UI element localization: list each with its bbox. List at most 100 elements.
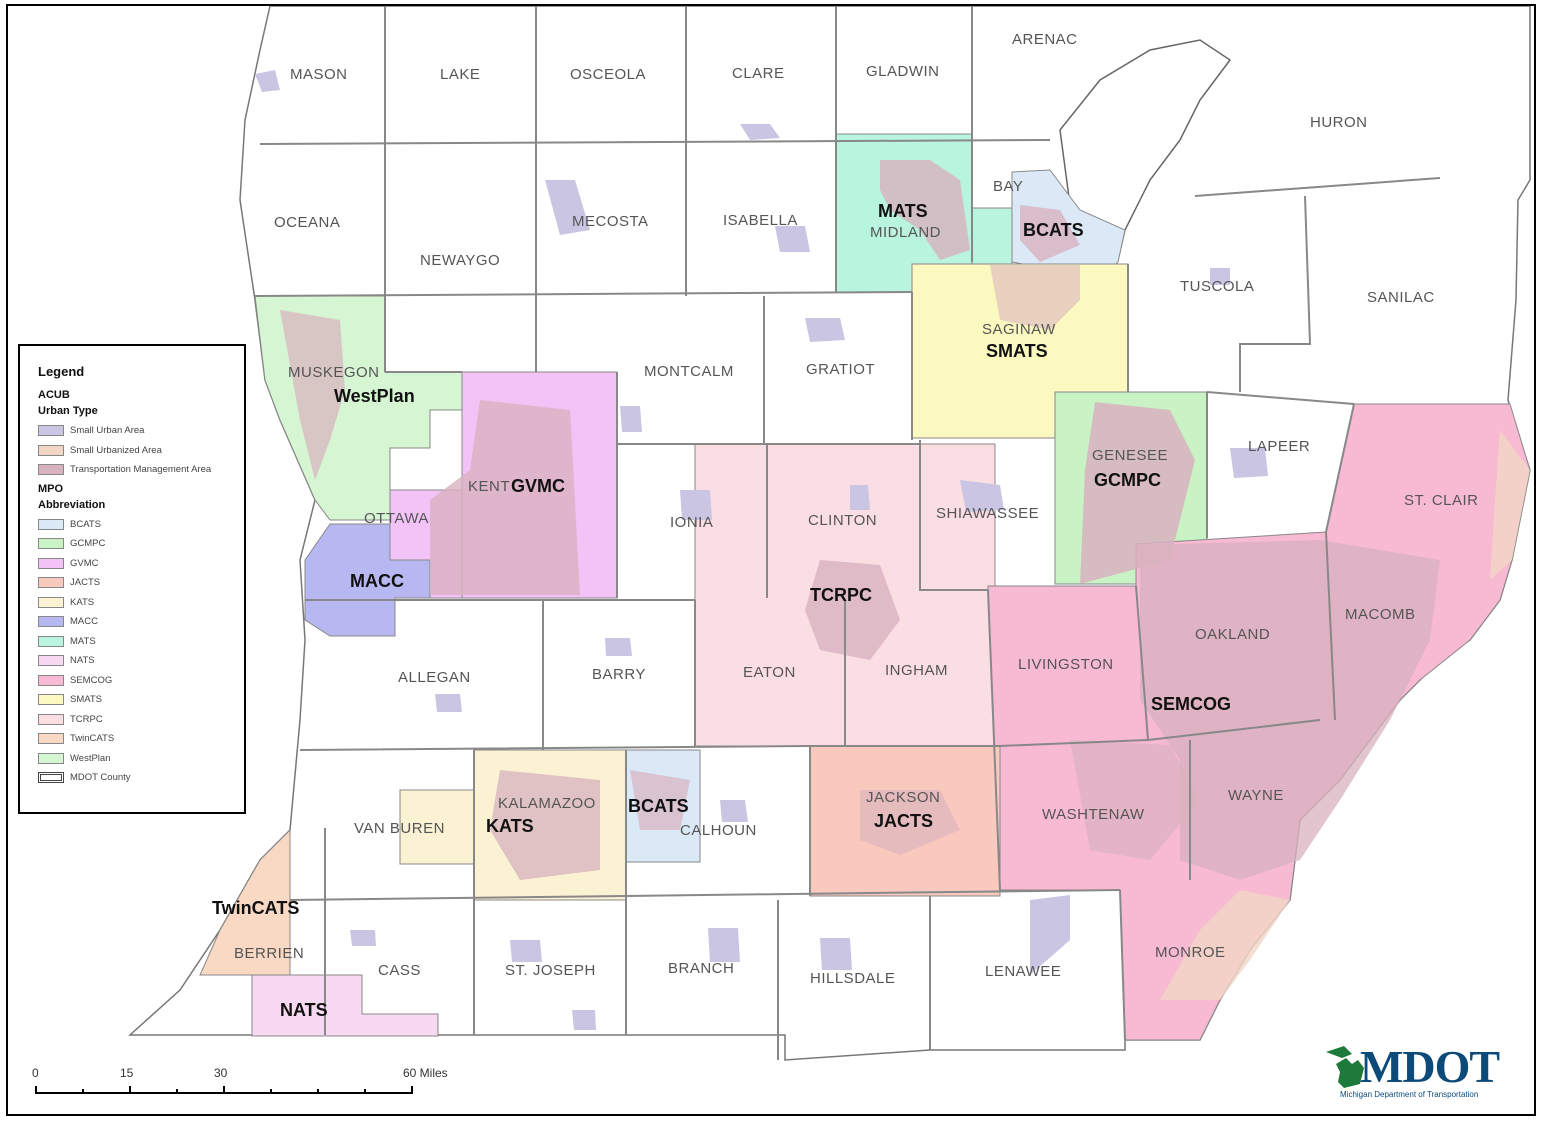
county-label: OTTAWA — [364, 510, 429, 527]
legend-swatch — [38, 518, 64, 530]
scale-label-15: 15 — [120, 1066, 134, 1080]
scale-label-30: 30 — [214, 1066, 228, 1080]
county-label: BAY — [993, 178, 1023, 195]
legend-item-label: GVMC — [70, 557, 99, 569]
legend-item-label: WestPlan — [70, 752, 111, 764]
mpo-label: SMATS — [986, 341, 1048, 361]
legend-swatch — [38, 557, 64, 569]
county-label: ST. CLAIR — [1404, 492, 1479, 509]
county-label: BARRY — [592, 666, 646, 683]
michigan-mitten-icon — [1326, 1046, 1364, 1088]
legend-item-label: NATS — [70, 655, 95, 667]
mpo-label: MATS — [878, 201, 928, 221]
legend-title: Legend — [38, 364, 85, 379]
scale-tick — [317, 1089, 319, 1094]
legend-mpo-list: BCATS GCMPC GVMC JACTS KATS MACC MATS NATS SEMCO… — [38, 515, 244, 769]
legend-item-tcrpc: TCRPC — [38, 710, 244, 730]
legend-mpo-heading: MPO — [38, 482, 64, 495]
county-label: SANILAC — [1367, 289, 1435, 306]
scale-tick — [35, 1086, 37, 1094]
legend-item-semcog: SEMCOG — [38, 671, 244, 691]
county-label: GLADWIN — [866, 63, 940, 80]
county-label: MASON — [290, 66, 348, 83]
legend-swatch — [38, 674, 64, 686]
county-label: MECOSTA — [572, 213, 649, 230]
county-labels: MASON LAKE OSCEOLA CLARE GLADWIN ARENAC … — [234, 31, 1479, 987]
county-label: MONTCALM — [644, 363, 734, 380]
legend-swatch — [38, 752, 64, 764]
county-label: CLARE — [732, 65, 785, 82]
scale-bar: 0 15 30 60 Miles — [28, 1066, 478, 1106]
legend-swatch — [38, 596, 64, 608]
legend-item-label: MACC — [70, 616, 98, 628]
legend-item-label: KATS — [70, 596, 95, 608]
region-mats-strip — [971, 207, 1013, 267]
scale-tick — [411, 1086, 413, 1094]
county-label: WAYNE — [1228, 787, 1284, 804]
legend-swatch — [38, 655, 64, 667]
legend-item-smats: SMATS — [38, 690, 244, 710]
county-label: INGHAM — [885, 662, 948, 679]
legend-item-gvmc: GVMC — [38, 554, 244, 574]
legend-swatch — [38, 577, 64, 589]
county-label: GENESEE — [1092, 447, 1168, 464]
county-label: ARENAC — [1012, 31, 1078, 48]
mpo-label: BCATS — [1023, 220, 1084, 240]
mpo-labels: MATS BCATS SMATS WestPlan GVMC GCMPC MAC… — [212, 201, 1231, 1020]
county-label: OAKLAND — [1195, 626, 1270, 643]
county-label: MIDLAND — [870, 224, 941, 241]
legend-swatch — [38, 713, 64, 725]
legend-item-label: TwinCATS — [70, 733, 115, 745]
mpo-label: KATS — [486, 816, 534, 836]
legend-swatch — [38, 444, 64, 456]
legend-item-label: MATS — [70, 635, 96, 647]
county-label: ST. JOSEPH — [505, 962, 596, 979]
legend-abbreviation-heading: Abbreviation — [38, 498, 106, 511]
county-label: SHIAWASSEE — [936, 505, 1039, 522]
county-label: ISABELLA — [723, 212, 798, 229]
county-label: LAKE — [440, 66, 480, 83]
mpo-label: GVMC — [511, 476, 565, 496]
county-label: MUSKEGON — [288, 364, 380, 381]
legend-item-bcats: BCATS — [38, 515, 244, 535]
region-nats — [251, 974, 439, 1037]
county-label: ALLEGAN — [398, 669, 471, 686]
scale-tick — [223, 1086, 225, 1094]
scale-label-0: 0 — [32, 1066, 39, 1080]
county-label: IONIA — [670, 514, 713, 531]
legend-urban-type-heading: Urban Type — [38, 405, 98, 417]
county-label: HILLSDALE — [810, 970, 895, 987]
county-label: OCEANA — [274, 214, 340, 231]
county-label: EATON — [743, 664, 796, 681]
county-swatch — [38, 772, 64, 784]
county-label: KENT — [468, 478, 510, 495]
legend-item-label: Small Urbanized Area — [70, 444, 162, 456]
mpo-label: BCATS — [628, 796, 689, 816]
scale-tick — [176, 1089, 178, 1094]
legend-item-gcmpc: GCMPC — [38, 534, 244, 554]
legend-swatch — [38, 616, 64, 628]
county-label: LIVINGSTON — [1018, 656, 1114, 673]
legend-item-nats: NATS — [38, 651, 244, 671]
county-label: MONROE — [1155, 944, 1226, 961]
mpo-label: JACTS — [874, 811, 933, 831]
logo-wordmark: MDOT — [1360, 1041, 1500, 1092]
legend-swatch — [38, 694, 64, 706]
legend-item-mats: MATS — [38, 632, 244, 652]
legend-swatch — [38, 464, 64, 476]
county-label: JACKSON — [866, 789, 940, 806]
county-label: CALHOUN — [680, 822, 757, 839]
mpo-label: TwinCATS — [212, 898, 299, 918]
scale-label-60: 60 Miles — [403, 1066, 448, 1080]
mpo-label: WestPlan — [334, 386, 415, 406]
legend-swatch — [38, 733, 64, 745]
legend-item-label: JACTS — [70, 577, 101, 589]
legend-item-label: Small Urban Area — [70, 425, 145, 437]
county-label: LENAWEE — [985, 963, 1061, 980]
legend-item-label: BCATS — [70, 518, 101, 530]
urban-areas — [255, 70, 1530, 1030]
county-label: WASHTENAW — [1042, 806, 1145, 823]
county-label: KALAMAZOO — [498, 795, 596, 812]
